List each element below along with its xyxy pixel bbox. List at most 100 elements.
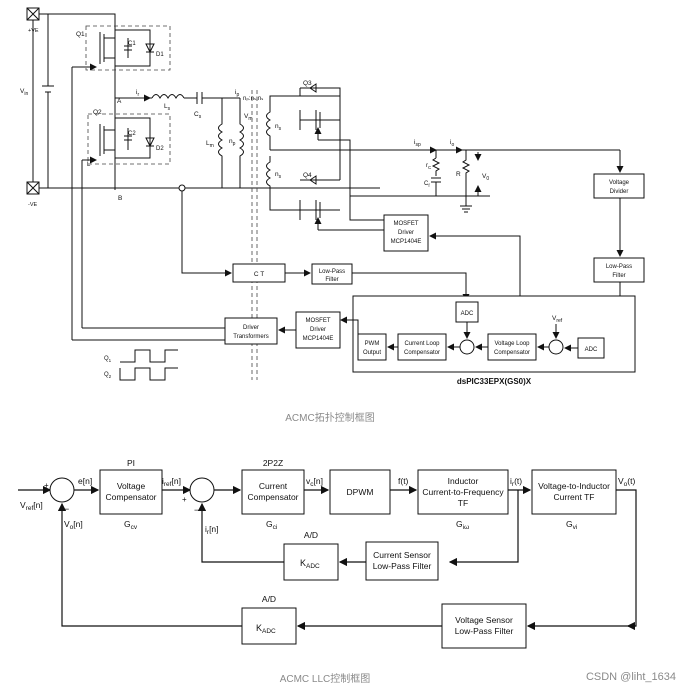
vot-sub: o xyxy=(624,481,628,488)
rc-sub: C xyxy=(428,165,432,170)
mosfet-driver-2-line2: Driver xyxy=(310,327,326,333)
switch-q3: Q3 xyxy=(299,80,341,180)
lpf-right-line2: Filter xyxy=(612,273,625,279)
adc-top-block: ADC xyxy=(455,301,479,323)
error-label: e[n] xyxy=(78,476,92,486)
vm-label: V xyxy=(244,113,249,120)
svg-text:iref[n]: iref[n] xyxy=(162,476,181,488)
voltage-sensor-block: Voltage Sensor Low-Pass Filter xyxy=(441,603,527,649)
lpf-mid-block: Low-Pass Filter xyxy=(311,263,353,285)
bottom-caption: ACMC LLC控制框图 xyxy=(280,672,371,685)
lpf-right-line1: Low-Pass xyxy=(606,264,632,270)
pi-label: PI xyxy=(127,458,135,468)
vot-arg: (t) xyxy=(627,476,635,486)
svg-text:ir(t): ir(t) xyxy=(510,476,522,488)
inductor-tf-line3: TF xyxy=(458,498,468,508)
isp-label: i xyxy=(414,139,415,146)
irn-sub: r xyxy=(207,529,210,536)
ip-label: i xyxy=(235,89,236,96)
svg-text:KADC: KADC xyxy=(256,623,276,635)
io-sub: o xyxy=(451,142,454,148)
svg-text:ip: ip xyxy=(235,89,239,98)
von-sub: o xyxy=(70,524,74,531)
p2z-label: 2P2Z xyxy=(263,458,283,468)
ls-label: L xyxy=(164,103,168,110)
svg-text:Gcv: Gcv xyxy=(124,519,138,531)
mosfet-driver-2-line3: MCP1404E xyxy=(303,336,334,342)
np-label: n xyxy=(229,138,233,145)
control-block-diagram: Vref[n] + − e[n] PI Voltage Compensator … xyxy=(18,458,637,685)
rail-positive xyxy=(39,13,116,190)
switch-q2: Q2 C2 D2 L xyxy=(81,109,171,328)
inductor-tf-block: Inductor Current-to-Frequency TF Giω xyxy=(417,469,509,531)
pwm-output-line2: Output xyxy=(363,350,381,356)
inductor-tf-line2: Current-to-Frequency xyxy=(422,487,504,497)
vcn-arg: [n] xyxy=(314,476,323,486)
svg-text:Cs: Cs xyxy=(194,111,202,120)
ft-label: f(t) xyxy=(398,476,409,486)
driver-transformers-line1: Driver xyxy=(243,325,259,331)
q2-wave-label: Q xyxy=(104,372,109,378)
q1-label: Q1 xyxy=(76,31,85,38)
voltage-sensor-line2: Low-Pass Filter xyxy=(455,626,514,636)
sum-node-current xyxy=(189,477,215,503)
gcv-sub: cv xyxy=(131,524,138,531)
q1-wave-label: Q xyxy=(104,356,109,362)
voltage-comp-line2: Compensator xyxy=(105,492,156,502)
input-source-vin: Vin xyxy=(20,14,54,188)
adc-top-label: ADC xyxy=(461,311,474,317)
ir-label: i xyxy=(136,89,137,96)
node-a-label: A xyxy=(117,98,122,105)
svg-text:KADC: KADC xyxy=(300,558,320,570)
adc-right-label: ADC xyxy=(585,347,598,353)
svg-text:io: io xyxy=(450,139,454,148)
svg-text:np: np xyxy=(229,138,236,147)
current-comp-line1: Current xyxy=(259,481,288,491)
mosfet-driver-1-line2: Driver xyxy=(398,230,414,236)
gif-label: G xyxy=(456,519,463,529)
lm-sub: m xyxy=(210,143,214,149)
irt-label: i xyxy=(510,476,512,486)
rc-label: r xyxy=(426,163,428,169)
lpf-mid-line2: Filter xyxy=(325,277,338,283)
vin-label: V xyxy=(20,88,25,95)
vcn-label: v xyxy=(306,476,311,486)
gif-sub: iω xyxy=(463,524,470,531)
np-sub: p xyxy=(233,141,236,147)
mosfet-driver-1-line1: MOSFET xyxy=(394,221,419,227)
vref-arg: [n] xyxy=(33,500,42,510)
cf-sub: f xyxy=(428,183,430,188)
v0-label: V xyxy=(482,173,487,180)
dspic-vref-sub: ref xyxy=(556,318,562,324)
lpf-mid-line1: Low-Pass xyxy=(319,269,345,275)
sum2-plus: + xyxy=(182,495,187,504)
vin-sub: in xyxy=(24,91,28,97)
voltage-sensor-line1: Voltage Sensor xyxy=(455,615,513,625)
ns-top-label: n xyxy=(275,123,279,130)
d1-label: D1 xyxy=(156,52,164,58)
q2-wave-sub: 2 xyxy=(109,374,112,379)
lm-label: L xyxy=(206,140,210,147)
switch-q1: Q1 C1 D1 xyxy=(71,25,171,340)
iref-label: i xyxy=(162,476,164,486)
svg-text:Gvi: Gvi xyxy=(566,519,577,531)
svg-text:isp: isp xyxy=(414,139,421,148)
voltage-sum-node xyxy=(548,339,564,355)
gvi-label: G xyxy=(566,519,573,529)
kadc1-label: K xyxy=(300,558,306,568)
current-sensor-line1: Current Sensor xyxy=(373,550,431,560)
irt-sub: r xyxy=(512,481,515,488)
output-stage: isp io rC Cf R V0 xyxy=(350,139,624,213)
mosfet-driver-1-line3: MCP1404E xyxy=(391,239,422,245)
cs-sub: s xyxy=(199,114,202,120)
terminal-neg: -VE xyxy=(26,181,40,208)
sum1-minus: − xyxy=(64,504,69,514)
current-comp-line2: Compensator xyxy=(247,492,298,502)
node-l-label: L xyxy=(87,162,91,168)
svg-text:Ls: Ls xyxy=(164,103,171,112)
svg-text:V0: V0 xyxy=(482,173,489,182)
svg-text:Gci: Gci xyxy=(266,519,277,531)
ad1-label: A/D xyxy=(304,530,318,540)
